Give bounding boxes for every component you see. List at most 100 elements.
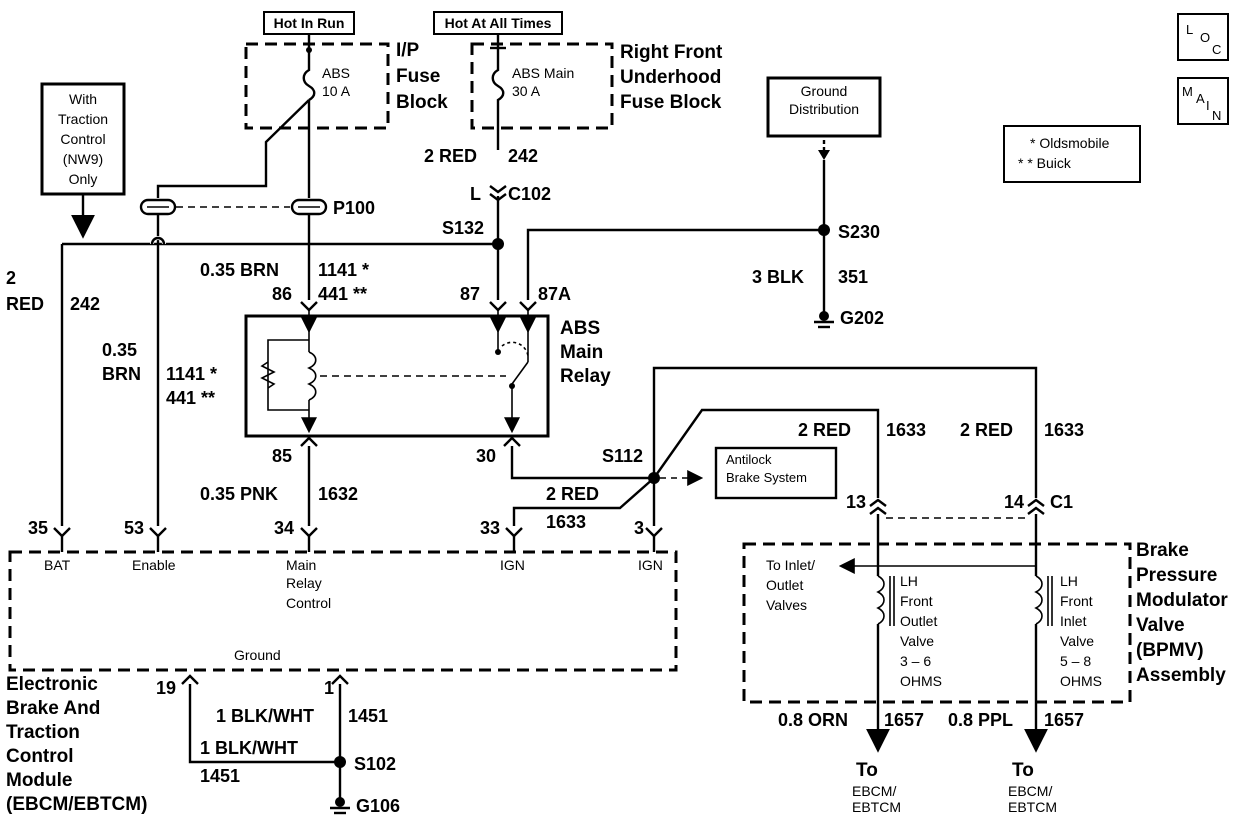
svg-text:Underhood: Underhood [620,67,721,88]
svg-text:To: To [1012,760,1034,781]
bus-wire [60,214,504,526]
svg-text:2: 2 [6,268,16,288]
svg-text:2 RED: 2 RED [960,420,1013,440]
svg-text:30 A: 30 A [512,83,541,99]
svg-text:EBCM/: EBCM/ [852,783,896,799]
svg-text:To Inlet/: To Inlet/ [766,557,815,573]
s112-splice: S112 2 RED 1633 2 RED 1633 2 RED 1633 [510,366,1084,532]
svg-text:IGN: IGN [500,557,525,573]
svg-text:With: With [69,91,97,107]
svg-text:30: 30 [476,446,496,466]
svg-text:Control: Control [6,746,74,767]
svg-text:BAT: BAT [44,557,71,573]
svg-text:O: O [1200,30,1210,45]
svg-text:1633: 1633 [1044,420,1084,440]
hot-at-all-times-label: Hot At All Times [433,11,563,35]
abs-fuse: ABS 10 A [302,34,351,102]
svg-text:BRN: BRN [102,364,141,384]
svg-text:441 **: 441 ** [318,284,367,304]
svg-text:1141 *: 1141 * [166,364,217,384]
svg-text:Only: Only [69,171,98,187]
antilock-brake-system-box: Antilock Brake System [714,446,838,500]
svg-text:G106: G106 [356,796,400,816]
p100-connector: P100 [139,99,375,218]
svg-text:1657: 1657 [884,710,924,730]
svg-text:Block: Block [396,92,448,113]
svg-text:Assembly: Assembly [1136,665,1226,686]
svg-text:5 – 8: 5 – 8 [1060,653,1091,669]
svg-text:Hot At All Times: Hot At All Times [445,15,552,31]
svg-text:Fuse Block: Fuse Block [620,92,722,113]
svg-text:1141 *: 1141 * [318,260,369,280]
svg-text:LH: LH [1060,573,1078,589]
svg-text:Valves: Valves [766,597,807,613]
svg-text:Module: Module [6,770,73,791]
svg-text:L: L [470,184,481,204]
ebcm-name: Electronic Brake And Traction Control Mo… [6,674,147,815]
svg-text:87A: 87A [538,284,571,304]
svg-text:S132: S132 [442,218,484,238]
wire-1141-left: 0.35 BRN 1141 * 441 ** [102,340,217,408]
svg-text:Relay: Relay [560,366,611,387]
svg-text:Relay: Relay [286,575,322,591]
svg-text:19: 19 [156,678,176,698]
svg-text:A: A [1196,91,1205,106]
loc-icon[interactable]: L O C [1177,13,1229,61]
svg-text:Brake And: Brake And [6,698,100,719]
main-icon[interactable]: M A I N [1177,77,1229,125]
svg-text:0.35: 0.35 [102,340,137,360]
svg-text:Outlet: Outlet [900,613,937,629]
svg-text:* Oldsmobile: * Oldsmobile [1030,135,1110,151]
svg-text:0.35 BRN: 0.35 BRN [200,260,279,280]
c1-connector: 13 14 C1 [846,492,1073,519]
svg-text:1657: 1657 [1044,710,1084,730]
svg-text:Inlet: Inlet [1060,613,1087,629]
ebcm-ground-wiring: 19 1 1 BLK/WHT 1451 1 BLK/WHT 1451 S102 … [156,674,400,816]
svg-text:Main: Main [560,342,603,363]
svg-text:Ground: Ground [234,647,281,663]
svg-text:1451: 1451 [348,706,388,726]
svg-text:ABS: ABS [322,65,350,81]
abs-main-fuse: ABS Main 30 A [490,34,574,150]
svg-text:85: 85 [272,446,292,466]
ebcm-module: 35 53 34 33 3 BAT Enable Main Relay Cont… [8,518,678,672]
svg-text:Traction: Traction [6,722,80,743]
svg-text:34: 34 [274,518,294,538]
svg-text:To: To [856,760,878,781]
traction-control-note: With Traction Control (NW9) Only [40,82,126,239]
svg-text:35: 35 [28,518,48,538]
svg-text:1451: 1451 [200,766,240,786]
svg-text:LH: LH [900,573,918,589]
svg-text:1632: 1632 [318,484,358,504]
ground-distribution-box: Ground Distribution [766,76,882,160]
svg-text:441 **: 441 ** [166,388,215,408]
svg-text:1633: 1633 [886,420,926,440]
svg-text:Ground: Ground [801,83,848,99]
svg-text:Traction: Traction [58,111,108,127]
svg-text:Front: Front [900,593,933,609]
svg-text:53: 53 [124,518,144,538]
svg-text:C102: C102 [508,184,551,204]
svg-text:Enable: Enable [132,557,176,573]
wire-1632: 0.35 PNK 1632 [200,446,358,526]
svg-text:EBTCM: EBTCM [1008,799,1057,815]
svg-text:ABS: ABS [560,318,600,339]
svg-text:Brake System: Brake System [726,470,807,485]
svg-text:242: 242 [508,146,538,166]
svg-text:Brake: Brake [1136,540,1189,561]
svg-text:Hot In Run: Hot In Run [274,15,345,31]
svg-text:Right Front: Right Front [620,42,723,63]
wire-242-left: 2 RED 242 [6,268,100,314]
svg-text:Modulator: Modulator [1136,590,1228,611]
svg-text:242: 242 [70,294,100,314]
svg-text:2 RED: 2 RED [546,484,599,504]
svg-text:10 A: 10 A [322,83,351,99]
svg-text:87: 87 [460,284,480,304]
svg-text:0.8 ORN: 0.8 ORN [778,710,848,730]
hot-in-run-label: Hot In Run [263,11,355,35]
svg-text:Control: Control [286,595,331,611]
svg-text:Antilock: Antilock [726,452,772,467]
svg-text:14: 14 [1004,492,1024,512]
svg-text:0.8 PPL: 0.8 PPL [948,710,1013,730]
svg-text:0.35 PNK: 0.35 PNK [200,484,278,504]
